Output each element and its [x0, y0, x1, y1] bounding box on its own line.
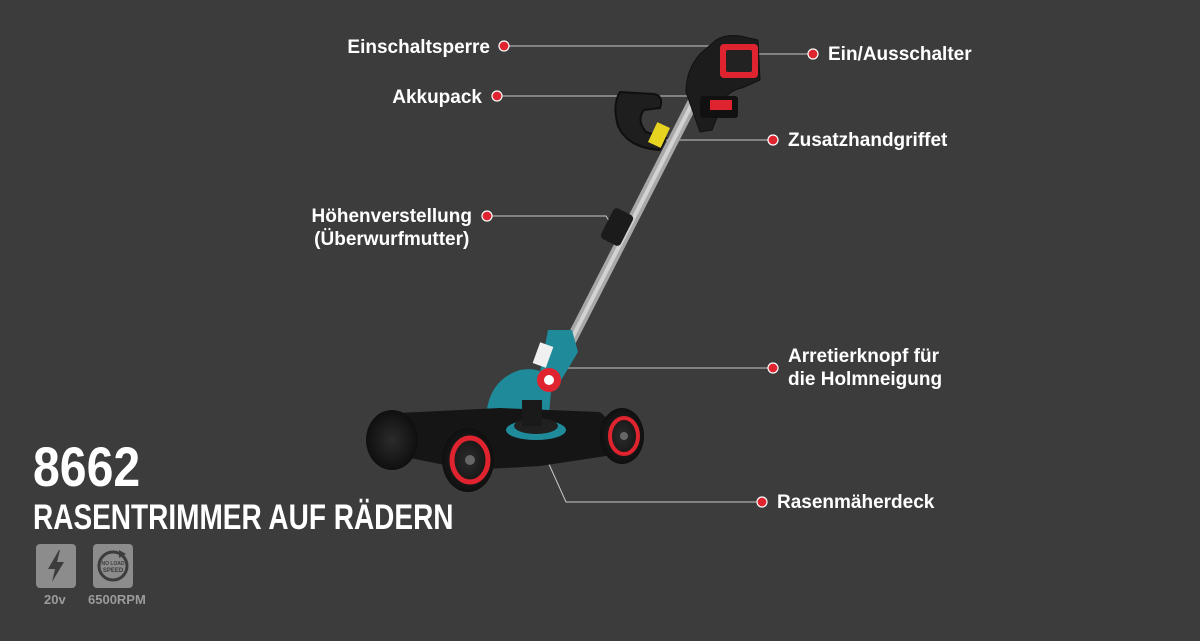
speed-label: 6500RPM — [88, 592, 146, 607]
speed-icon-text-bottom: SPEED — [103, 568, 124, 574]
callout-markers — [481, 40, 819, 508]
label-akkupack: Akkupack — [392, 87, 482, 108]
rotation-arrow-icon: NO LOAD SPEED — [93, 544, 133, 588]
label-einschaltsperre: Einschaltsperre — [347, 37, 490, 58]
marker-zusatzhandgriff — [767, 134, 779, 146]
marker-rasenmaeherdeck — [756, 496, 768, 508]
label-hoehenverstellung-line1: Höhenverstellung — [311, 206, 472, 227]
marker-einschaltsperre — [498, 40, 510, 52]
trimmer-shaft — [559, 94, 700, 358]
wheel-left-rear — [366, 410, 418, 470]
marker-hoehenverstellung — [481, 210, 493, 222]
label-hoehenverstellung: Höhenverstellung (Überwurfmutter) — [312, 205, 472, 251]
mower-deck — [378, 400, 620, 470]
wheel-front-left — [442, 428, 494, 492]
product-name: RASENTRIMMER AUF RÄDERN — [33, 498, 454, 537]
main-handle — [685, 35, 761, 133]
label-arretierknopf-line1: Arretierknopf für — [788, 346, 939, 367]
label-arretierknopf-line2: die Holmneigung — [788, 369, 943, 390]
product-model-number: 8662 — [33, 435, 141, 498]
label-hoehenverstellung-line2: (Überwurfmutter) — [314, 229, 470, 250]
lightning-bolt-icon — [36, 544, 76, 588]
callout-lines — [488, 45, 812, 503]
label-zusatzhandgriff: Zusatzhandgriffet — [788, 130, 948, 151]
auxiliary-handle — [614, 90, 670, 152]
speed-icon-text-top: NO LOAD — [101, 561, 124, 567]
voltage-label: 20v — [44, 592, 66, 607]
label-arretierknopf: Arretierknopf für die Holmneigung — [788, 345, 942, 391]
label-ein-ausschalter: Ein/Ausschalter — [828, 44, 972, 65]
marker-akkupack — [491, 90, 503, 102]
label-rasenmaeherdeck: Rasenmäherdeck — [777, 492, 935, 513]
marker-ein-ausschalter — [807, 48, 819, 60]
wheel-right — [600, 408, 644, 464]
marker-arretierknopf — [767, 362, 779, 374]
